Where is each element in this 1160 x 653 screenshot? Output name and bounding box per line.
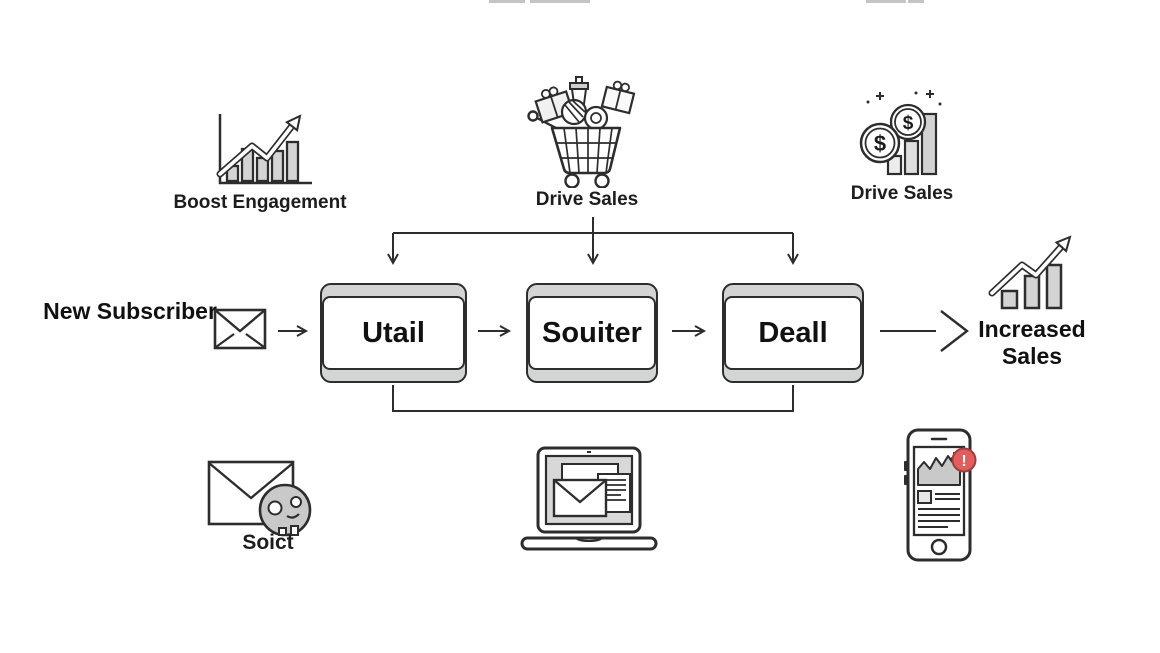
zigzag-up-arrow <box>216 114 302 178</box>
cart-wheel <box>594 173 610 188</box>
stage-box-1: Utail <box>320 283 467 383</box>
growth-bars-arrow-icon <box>988 235 1072 310</box>
laptop-base <box>520 536 658 551</box>
on-screen-text-lines <box>918 493 960 528</box>
bottom-bracket-line <box>392 385 794 412</box>
dollar-coin-back: $ <box>889 103 927 141</box>
cropped-top-text-artifact <box>908 0 924 3</box>
benefit-label-drive-sales-coins: Drive Sales <box>850 183 954 204</box>
result-chevron-arrowhead <box>940 310 969 352</box>
gift-ball-swirl <box>583 105 609 131</box>
stage-box-3: Deall <box>722 283 864 383</box>
cropped-top-text-artifact <box>530 0 590 3</box>
home-button <box>930 538 948 556</box>
top-branch-line <box>393 217 793 234</box>
stage-label-3: Deall <box>724 296 862 370</box>
chart-growth-icon <box>216 114 312 185</box>
stage-label-2: Souiter <box>528 296 656 370</box>
benefit-label-boost-engagement: Boost Engagement <box>173 192 347 213</box>
phone-notification-icon: ! <box>904 428 977 562</box>
on-screen-envelope <box>552 478 608 518</box>
notification-badge: ! <box>951 447 977 473</box>
laptop-email-icon <box>520 446 658 551</box>
cart-wheel <box>564 173 580 188</box>
result-label: Increased Sales <box>978 316 1086 369</box>
bottom-label-soict: Soict <box>242 531 294 554</box>
coin-dollar-glyph: $ <box>903 113 914 134</box>
cropped-top-text-artifact <box>866 0 906 3</box>
cart-gifts-icon <box>527 76 636 188</box>
source-label: New Subscriber <box>43 298 217 324</box>
benefit-label-drive-sales-cart: Drive Sales <box>535 189 639 210</box>
cropped-top-text-artifact <box>489 0 525 3</box>
gift-ball-striped <box>560 98 588 126</box>
gift-box-right <box>600 80 636 115</box>
envelope-face-icon <box>207 460 312 537</box>
zigzag-up-arrow <box>988 235 1072 297</box>
coins-bars-icon: $ $ <box>859 90 942 176</box>
coin-dollar-glyph: $ <box>874 131 886 156</box>
stage-label-1: Utail <box>322 296 465 370</box>
sparkles <box>866 90 942 106</box>
stage-box-2: Souiter <box>526 283 658 383</box>
dollar-coin-front: $ <box>859 122 901 164</box>
emoji-face <box>258 483 312 537</box>
envelope-icon <box>213 308 267 350</box>
badge-exclamation-glyph: ! <box>961 453 966 470</box>
